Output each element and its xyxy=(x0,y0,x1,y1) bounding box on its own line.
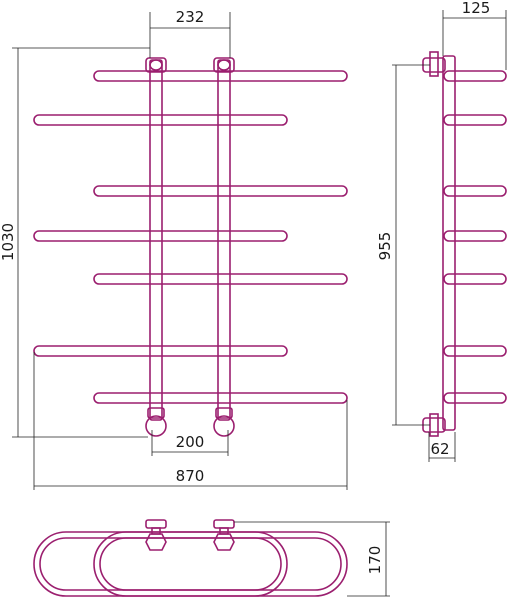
vertical-pipes xyxy=(149,59,231,421)
top-loop-back xyxy=(33,531,288,597)
side-bar xyxy=(443,392,507,404)
label-side-offset: 62 xyxy=(430,440,449,458)
top-view-right-fitting xyxy=(213,519,235,551)
horizontal-bar xyxy=(33,230,288,242)
side-view: 125 955 62 xyxy=(376,0,507,462)
label-bottom-depth: 170 xyxy=(366,546,384,575)
horizontal-bar xyxy=(93,70,348,82)
bottom-left-fitting xyxy=(147,407,165,419)
top-view: 170 xyxy=(33,519,390,597)
horizontal-bar xyxy=(93,185,348,197)
front-view: 232 1030 200 870 xyxy=(0,8,348,490)
top-loop-front-inner xyxy=(99,537,342,591)
side-top-fitting xyxy=(422,51,446,77)
top-left-nut xyxy=(149,59,163,71)
top-view-left-fitting xyxy=(145,519,167,551)
horizontal-bar xyxy=(33,114,288,126)
dimension-bottom-depth: 170 xyxy=(234,521,390,597)
label-bottom-spacing: 200 xyxy=(176,433,205,451)
dimension-bottom-spacing: 200 xyxy=(151,430,229,456)
label-side-depth: 125 xyxy=(462,0,491,17)
label-total-height: 1030 xyxy=(0,223,17,261)
dimension-side-offset: 62 xyxy=(428,432,456,462)
top-loop-back-inner xyxy=(39,537,282,591)
horizontal-bars xyxy=(33,70,348,404)
bottom-fittings xyxy=(145,407,235,437)
top-right-fitting xyxy=(213,57,235,73)
top-fittings xyxy=(145,57,235,73)
side-bar xyxy=(443,230,507,242)
right-vertical-pipe xyxy=(217,59,231,421)
label-side-height: 955 xyxy=(376,232,394,261)
horizontal-bar xyxy=(93,273,348,285)
bottom-right-fitting xyxy=(215,407,233,419)
side-bar xyxy=(443,185,507,197)
dimension-total-width: 870 xyxy=(33,352,348,490)
side-bars xyxy=(443,70,507,404)
label-top-spacing: 232 xyxy=(176,8,205,26)
dimension-top-spacing: 232 xyxy=(149,8,231,58)
label-total-width: 870 xyxy=(176,467,205,485)
horizontal-bar xyxy=(33,345,288,357)
side-bar xyxy=(443,114,507,126)
dimension-side-depth: 125 xyxy=(442,0,507,70)
side-vertical-pipe xyxy=(442,55,456,431)
horizontal-bar xyxy=(93,392,348,404)
left-vertical-pipe xyxy=(149,59,163,421)
side-bar xyxy=(443,345,507,357)
bottom-left-valve xyxy=(145,415,167,437)
top-left-fitting xyxy=(145,57,167,73)
bottom-right-valve xyxy=(213,415,235,437)
side-bar xyxy=(443,273,507,285)
side-bar xyxy=(443,70,507,82)
top-right-nut xyxy=(217,59,231,71)
dimension-total-height: 1030 xyxy=(0,47,150,438)
dimension-side-height: 955 xyxy=(376,64,430,426)
top-loop-front xyxy=(93,531,348,597)
